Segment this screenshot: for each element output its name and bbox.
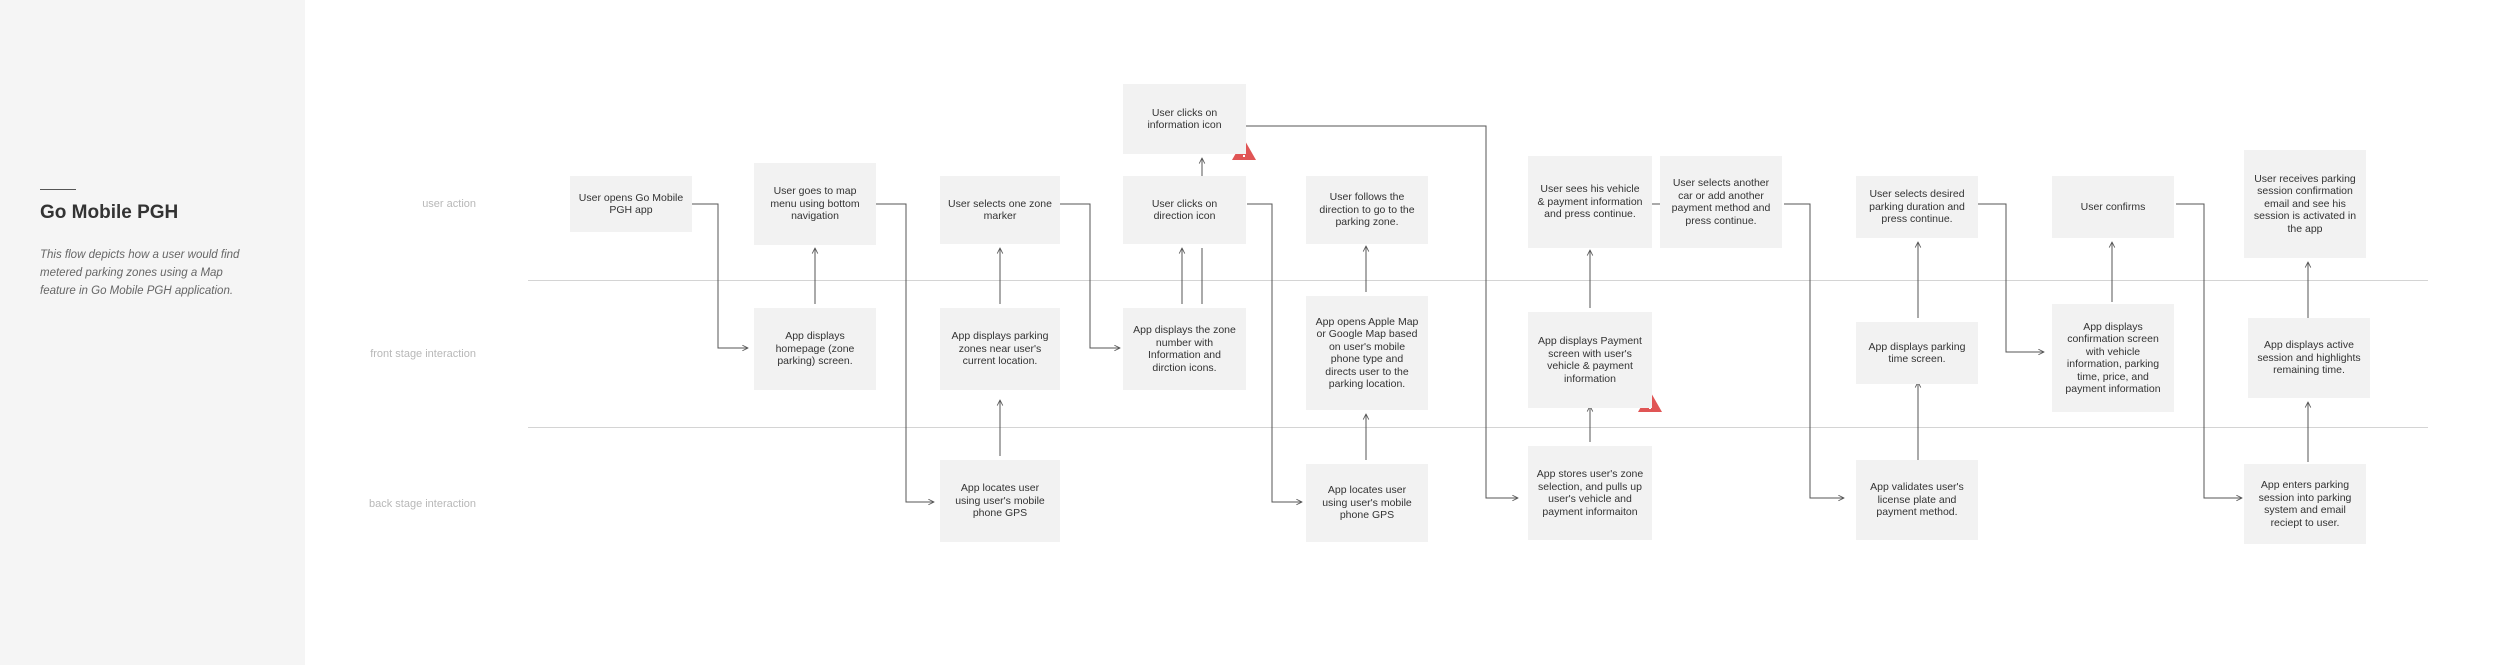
- lane-label-front-stage: front stage interaction: [370, 348, 476, 360]
- flow-node-receive-email: User receives parking session confirmati…: [2244, 150, 2366, 258]
- flow-node-direction-icon-click: User clicks on direction icon: [1123, 176, 1246, 244]
- flow-node-select-duration: User selects desired parking duration an…: [1856, 176, 1978, 238]
- flow-node-store-selection: App stores user's zone selection, and pu…: [1528, 446, 1652, 540]
- page-title: Go Mobile PGH: [40, 202, 179, 223]
- connector: [876, 203, 934, 502]
- lane-label-back-stage: back stage interaction: [368, 498, 476, 510]
- connector: [2176, 203, 2242, 498]
- page-description: This flow depicts how a user would find …: [40, 249, 240, 297]
- flow-node-display-zones: App displays parking zones near user's c…: [940, 308, 1060, 390]
- title-rule: [40, 189, 76, 190]
- flow-node-validate-plate: App validates user's license plate and p…: [1856, 460, 1978, 540]
- flow-node-parking-time: App displays parking time screen.: [1856, 322, 1978, 384]
- flow-node-confirmation-screen: App displays confirmation screen with ve…: [2052, 304, 2174, 412]
- flow-node-homepage: App displays homepage (zone parking) scr…: [754, 308, 876, 390]
- lane-divider: [528, 427, 2428, 428]
- connector: [1784, 203, 1844, 498]
- flow-node-info-icon-click: User clicks on information icon: [1123, 84, 1246, 154]
- flow-node-user-confirms: User confirms: [2052, 176, 2174, 238]
- flow-node-active-session: App displays active session and highligh…: [2248, 318, 2370, 398]
- flow-node-locate-gps-1: App locates user using user's mobile pho…: [940, 460, 1060, 542]
- connector: [1247, 203, 1302, 502]
- connector: [1059, 203, 1120, 348]
- flow-node-go-to-map: User goes to map menu using bottom navig…: [754, 163, 876, 245]
- flow-node-select-marker: User selects one zone marker: [940, 176, 1060, 244]
- flow-node-select-another: User selects another car or add another …: [1660, 156, 1782, 248]
- connector: [1978, 203, 2044, 352]
- flow-node-zone-number: App displays the zone number with Inform…: [1123, 308, 1246, 390]
- lane-divider: [528, 280, 2428, 281]
- flow-node-follow-direction: User follows the direction to go to the …: [1306, 176, 1428, 244]
- flow-node-payment-screen: App displays Payment screen with user's …: [1528, 312, 1652, 408]
- lane-label-user-action: user action: [422, 198, 476, 210]
- sidebar: Go Mobile PGH This flow depicts how a us…: [0, 0, 305, 665]
- flow-node-sees-vehicle: User sees his vehicle & payment informat…: [1528, 156, 1652, 248]
- flow-node-enter-session: App enters parking session into parking …: [2244, 464, 2366, 544]
- connector: [1246, 125, 1518, 498]
- flow-node-open-app: User opens Go Mobile PGH app: [570, 176, 692, 232]
- flow-node-locate-gps-2: App locates user using user's mobile pho…: [1306, 464, 1428, 542]
- flow-node-open-map: App opens Apple Map or Google Map based …: [1306, 296, 1428, 410]
- connector: [692, 203, 748, 348]
